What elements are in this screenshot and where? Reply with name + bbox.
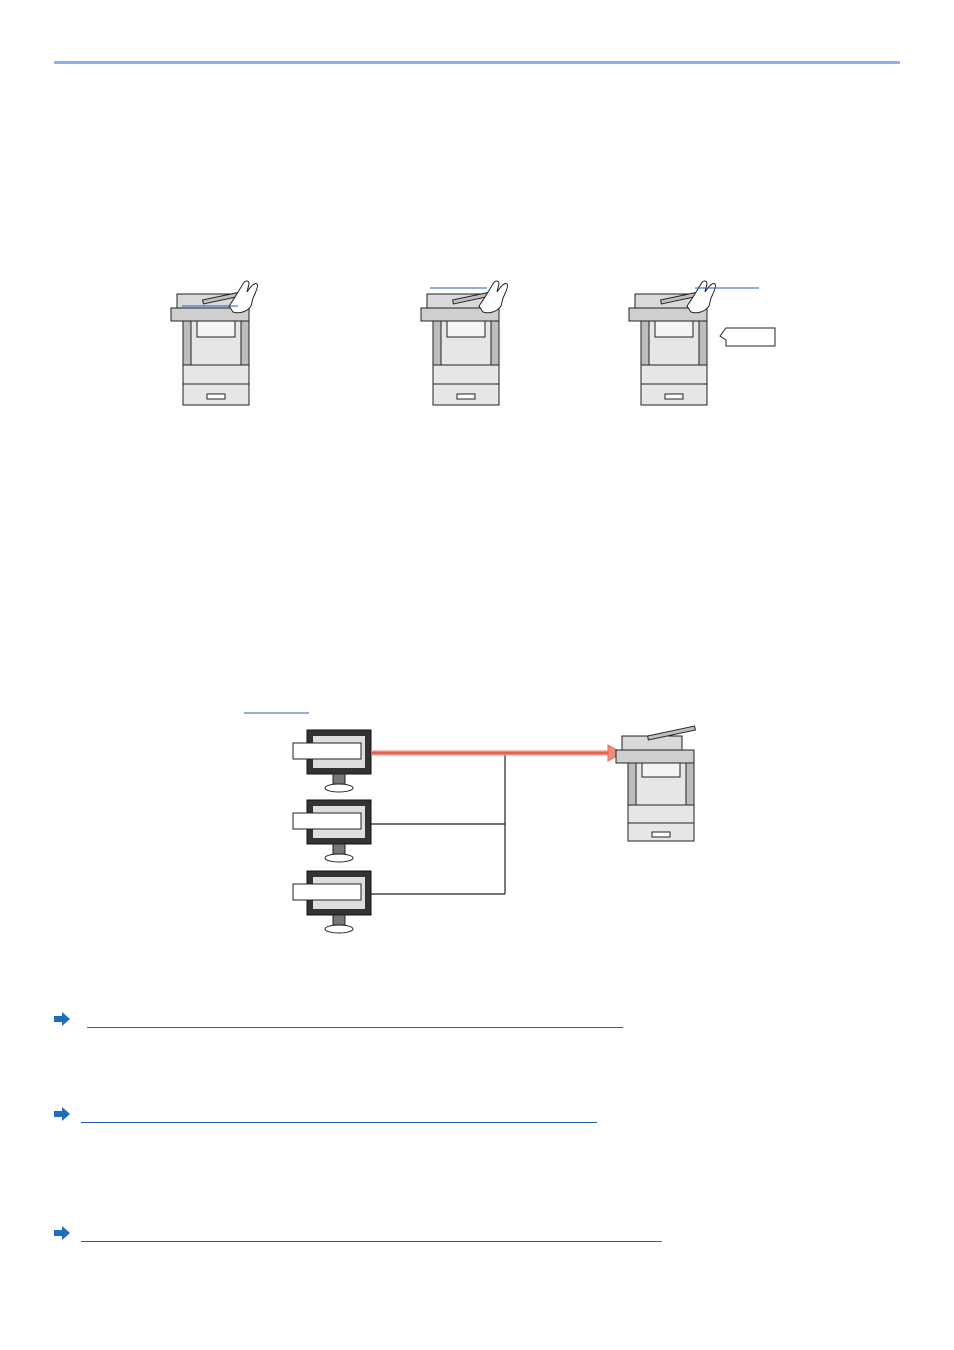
header-rule xyxy=(54,61,900,64)
mfp-destination-icon xyxy=(615,725,696,842)
reference-1[interactable] xyxy=(54,1010,634,1030)
network-print-figure xyxy=(244,712,696,934)
pc-1-icon xyxy=(292,729,372,793)
reference-3-link[interactable] xyxy=(81,1241,662,1242)
pc-2-icon xyxy=(292,799,372,863)
pc-3-icon xyxy=(292,870,372,934)
arrow-right-icon xyxy=(54,1226,70,1240)
reference-2[interactable] xyxy=(54,1105,614,1125)
reference-3[interactable] xyxy=(54,1224,674,1244)
mfp-left-icon xyxy=(170,280,259,406)
reference-1-link[interactable] xyxy=(87,1027,623,1028)
mfp-operation-figure xyxy=(170,280,776,406)
arrow-right-icon xyxy=(54,1012,70,1026)
print-data-arrow xyxy=(371,744,624,762)
arrow-right-icon xyxy=(54,1107,70,1121)
mfp-middle-icon xyxy=(420,280,509,406)
reference-2-link[interactable] xyxy=(81,1122,597,1123)
callout-box xyxy=(719,327,776,347)
